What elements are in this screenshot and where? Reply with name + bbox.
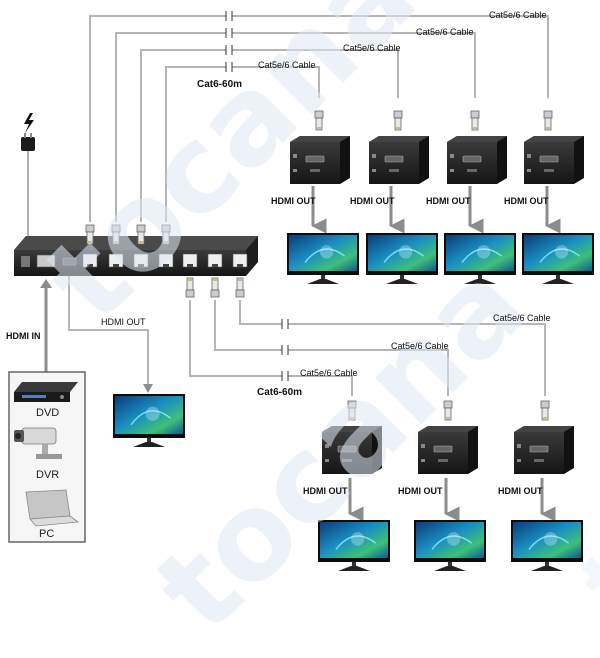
cable-line — [140, 49, 399, 222]
cable-layer — [27, 11, 561, 522]
hdmi-out-label: HDMI OUT — [504, 196, 549, 206]
hdmi-cable-line — [68, 274, 149, 385]
rj45-connector-icon — [161, 224, 171, 245]
cable-label: Cat5e/6 Cable — [258, 60, 316, 70]
monitor-icon — [287, 233, 359, 284]
hdmi-out-label: HDMI OUT — [271, 196, 316, 206]
cable-length-label: Cat6-60m — [197, 79, 243, 90]
rj45-connector-icon — [185, 277, 195, 298]
rj45-connector-icon — [347, 400, 357, 421]
monitor-icon — [522, 233, 594, 284]
laptop-icon — [25, 489, 80, 527]
cable-length-label: Cat6-60m — [257, 387, 303, 398]
hdmi-receiver-icon — [524, 136, 584, 184]
rj45-connector-icon — [443, 400, 453, 421]
device-layer — [8, 110, 594, 571]
hdmi-out-label: HDMI OUT — [350, 196, 395, 206]
cable-label: Cat5e/6 Cable — [391, 341, 449, 351]
cable-break-mark — [281, 345, 289, 355]
cable-break-mark — [225, 28, 233, 38]
power-adapter-icon — [21, 133, 35, 151]
arrow-head — [40, 279, 52, 288]
rj45-connector-icon — [210, 277, 220, 298]
hdmi-receiver-icon — [369, 136, 429, 184]
cable-line — [214, 300, 449, 396]
hdmi-receiver-icon — [514, 426, 574, 474]
diagram-canvas: tocana tocana tocana Cat5e/6 Cable Cat5e… — [6, 0, 600, 658]
lightning-icon — [24, 113, 34, 133]
cable-break-mark — [225, 62, 233, 72]
cctv-camera-icon — [14, 427, 62, 459]
cable-label: Cat5e/6 Cable — [493, 313, 551, 323]
hdmi-receiver-icon — [290, 136, 350, 184]
cable-line — [239, 300, 546, 396]
source-label-dvd: DVD — [36, 407, 60, 419]
cable-label: Cat5e/6 Cable — [300, 368, 358, 378]
cable-break-mark — [281, 371, 289, 381]
cable-label: Cat5e/6 Cable — [489, 10, 547, 20]
monitor-icon — [444, 233, 516, 284]
hdmi-out-label: HDMI OUT — [101, 317, 146, 327]
hdmi-out-label: HDMI OUT — [398, 486, 443, 496]
hdmi-receiver-icon — [418, 426, 478, 474]
monitor-icon — [366, 233, 438, 284]
rj45-connector-icon — [470, 110, 480, 131]
rj45-connector-icon — [393, 110, 403, 131]
hdmi-out-label: HDMI OUT — [498, 486, 543, 496]
hdmi-out-label: HDMI OUT — [303, 486, 348, 496]
rj45-connector-icon — [540, 400, 550, 421]
cable-break-mark — [281, 319, 289, 329]
monitor-icon — [113, 394, 185, 447]
rj45-connector-icon — [111, 224, 121, 245]
cable-line — [165, 66, 320, 222]
rj45-connector-icon — [136, 224, 146, 245]
cable-break-mark — [225, 11, 233, 21]
diagram-svg — [8, 11, 594, 571]
dvd-player-icon — [14, 382, 78, 402]
monitor-icon — [414, 520, 486, 571]
hdmi-out-label: HDMI OUT — [426, 196, 471, 206]
source-label-dvr: DVR — [36, 469, 60, 481]
rj45-connector-icon — [85, 224, 95, 245]
rj45-connector-icon — [543, 110, 553, 131]
arrow-head — [143, 384, 153, 393]
hdmi-in-label: HDMI IN — [6, 331, 41, 341]
cable-label: Cat5e/6 Cable — [343, 43, 401, 53]
rj45-connector-icon — [314, 110, 324, 131]
hdmi-splitter-icon — [14, 236, 258, 276]
monitor-icon — [318, 520, 390, 571]
hdmi-receiver-icon — [322, 426, 382, 474]
cable-line — [89, 15, 549, 222]
cable-line — [115, 32, 476, 222]
cable-break-mark — [225, 45, 233, 55]
monitor-icon — [511, 520, 583, 571]
source-label-pc: PC — [39, 528, 55, 540]
rj45-connector-icon — [235, 277, 245, 298]
cable-label: Cat5e/6 Cable — [416, 27, 474, 37]
hdmi-receiver-icon — [447, 136, 507, 184]
cable-line — [189, 300, 353, 396]
